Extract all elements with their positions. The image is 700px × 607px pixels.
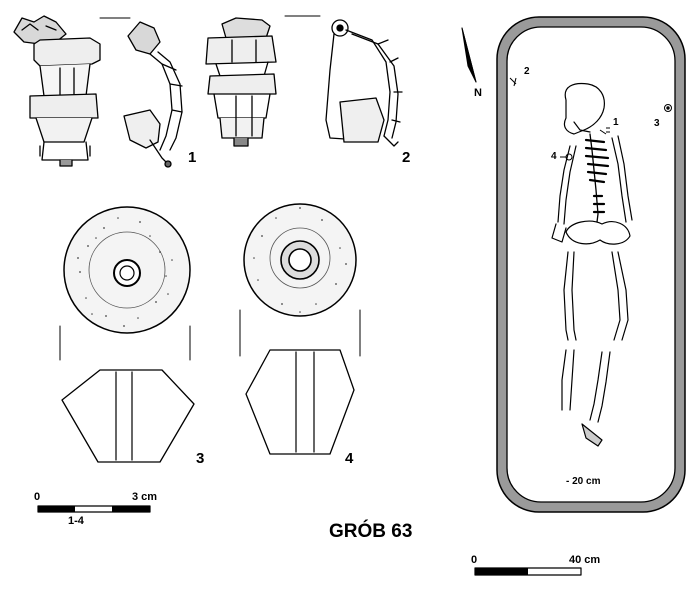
find-number-2: 2 <box>402 149 411 166</box>
find-number-4: 4 <box>345 450 354 467</box>
find-number-1: 1 <box>188 149 197 166</box>
find-2-front-drawing <box>205 17 277 147</box>
scale-small-end: 3 cm <box>132 491 158 503</box>
grave-marker-3: 3 <box>654 118 660 129</box>
find-2-side-drawing <box>325 19 403 147</box>
scale-small-start: 0 <box>34 491 41 503</box>
find-number-3: 3 <box>196 450 205 467</box>
grave-plan-drawing <box>496 16 686 513</box>
scale-large-start: 0 <box>471 554 478 566</box>
find-1-front-drawing <box>13 15 101 167</box>
find-3-whorl-drawing <box>59 206 195 463</box>
grave-marker-2: 2 <box>524 66 530 77</box>
scale-small-label: 1-4 <box>68 515 84 527</box>
plate-title: GRÓB 63 <box>329 521 413 542</box>
grave-marker-4: 4 <box>551 151 557 162</box>
scale-bar-small-drawing <box>37 505 151 513</box>
grave-depth-label: - 20 cm <box>566 476 601 487</box>
north-arrow-drawing <box>461 27 477 83</box>
find-4-whorl-drawing <box>239 203 361 455</box>
grave-marker-1: 1 <box>613 117 619 128</box>
scale-bar-large-drawing <box>474 567 582 576</box>
north-label: N <box>474 87 482 99</box>
scale-large-end: 40 cm <box>569 554 601 566</box>
find-1-side-drawing <box>123 21 183 168</box>
